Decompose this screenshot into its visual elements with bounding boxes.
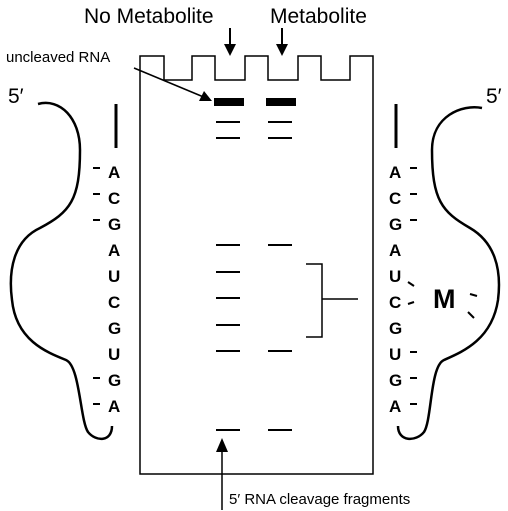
base-letter: A: [108, 241, 120, 260]
left-rna-backbone: [9, 101, 114, 440]
base-letter: A: [389, 241, 401, 260]
gel-outline: [139, 55, 374, 475]
base-letter: A: [389, 397, 401, 416]
right-sequence: A C G A U C G U G A: [389, 163, 402, 416]
lane-label-no-metabolite: No Metabolite: [84, 5, 214, 28]
missing-bands-bracket: [306, 263, 358, 338]
base-letter: G: [108, 319, 121, 338]
lane2-bands: [266, 98, 296, 431]
base-letter: C: [108, 189, 120, 208]
band-uncleaved-lane1: [214, 98, 244, 106]
fragments-label: 5′ RNA cleavage fragments: [229, 491, 410, 508]
base-letter: C: [389, 189, 401, 208]
base-letter: U: [389, 267, 401, 286]
base-letter: G: [389, 215, 402, 234]
base-letter: G: [389, 371, 402, 390]
base-letter: A: [108, 397, 120, 416]
left-cleavage-ticks: [93, 167, 100, 405]
metabolite-ticks: [467, 293, 478, 319]
base-letter: U: [108, 267, 120, 286]
fragments-arrow: [216, 438, 228, 510]
lane1-arrow: [224, 28, 236, 56]
base-letter: G: [108, 371, 121, 390]
base-letter: G: [389, 319, 402, 338]
left-5prime-label: 5′: [8, 85, 24, 108]
base-letter: C: [389, 293, 401, 312]
base-letter: A: [108, 163, 120, 182]
band-uncleaved-lane2: [266, 98, 296, 106]
base-letter: U: [108, 345, 120, 364]
uncleaved-arrow: [133, 67, 212, 101]
lane-label-metabolite: Metabolite: [270, 5, 367, 28]
metabolite-symbol: M: [433, 284, 456, 314]
right-rna-backbone: [396, 106, 501, 440]
base-letter: G: [108, 215, 121, 234]
right-cleavage-ticks: [407, 167, 417, 405]
lane2-arrow: [276, 28, 288, 56]
right-5prime-label: 5′: [486, 85, 502, 108]
base-letter: U: [389, 345, 401, 364]
left-sequence: A C G A U C G U G A: [108, 163, 121, 416]
uncleaved-rna-label: uncleaved RNA: [6, 49, 110, 66]
base-letter: A: [389, 163, 401, 182]
base-letter: C: [108, 293, 120, 312]
lane1-bands: [214, 98, 244, 431]
